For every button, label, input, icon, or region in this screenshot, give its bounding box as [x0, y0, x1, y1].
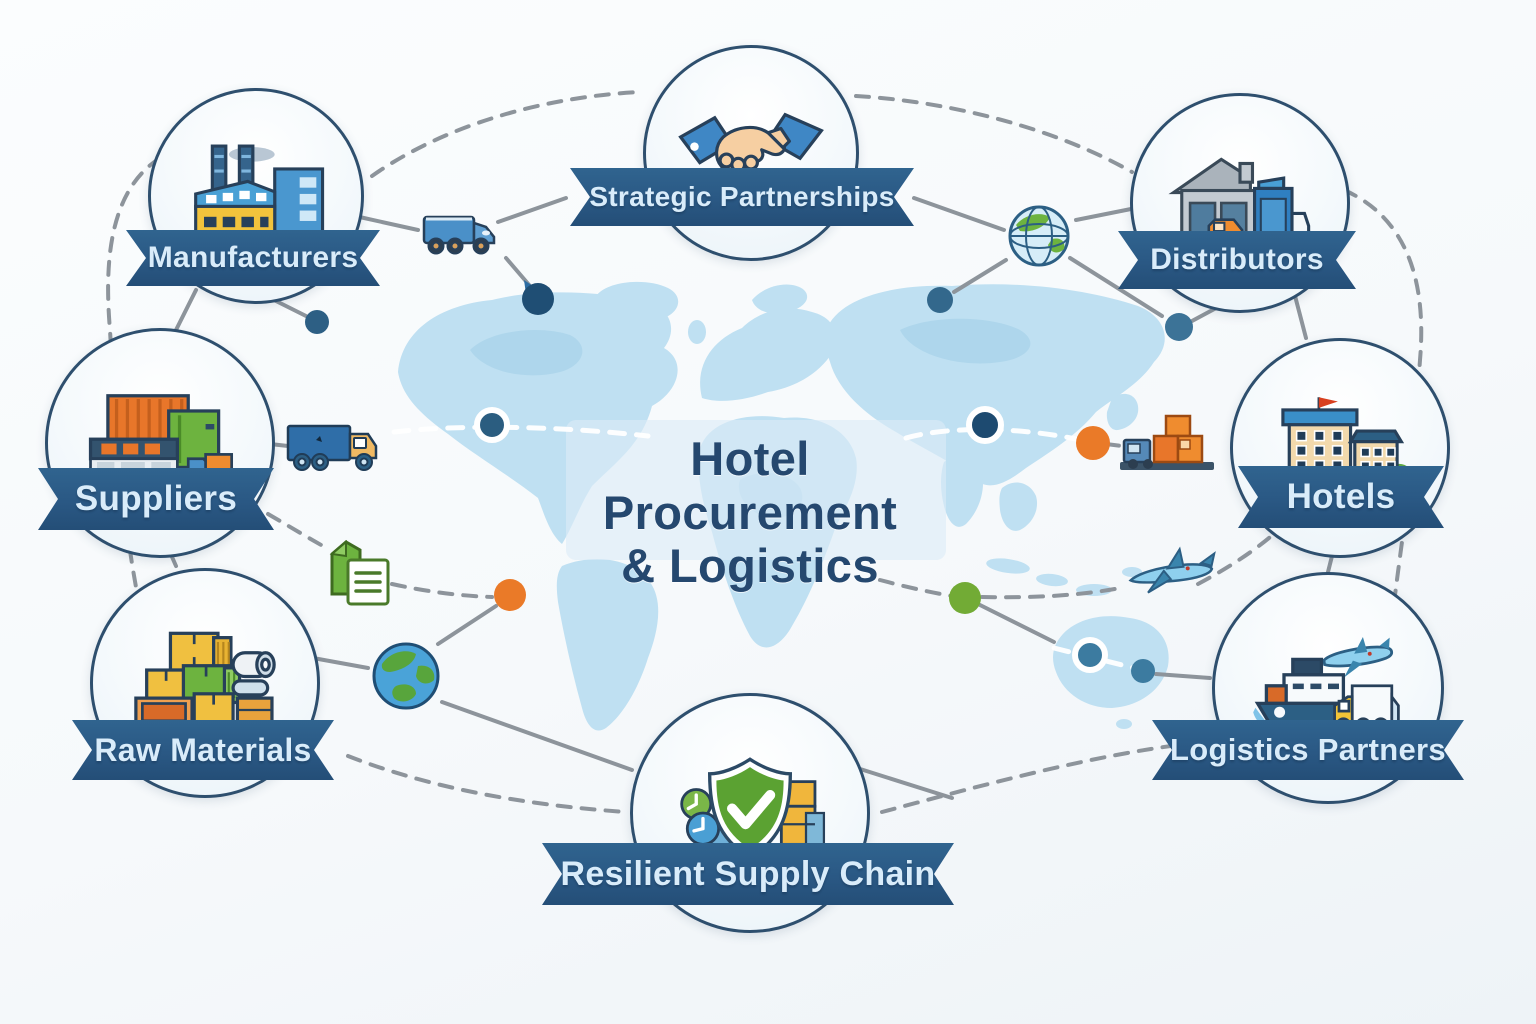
node-strategic-partnerships [643, 45, 859, 261]
title-line-2: & Logistics [621, 539, 879, 593]
route-dot [494, 579, 526, 611]
title-line-1: Hotel Procurement [602, 432, 898, 539]
route-dot [927, 287, 953, 313]
banner-label: Logistics Partners [1170, 732, 1446, 767]
page-title: Hotel Procurement & Logistics [540, 432, 960, 593]
factory-icon [194, 144, 325, 244]
route-dot [305, 310, 329, 334]
banner-resilient-supply-chain: Resilient Supply Chain [542, 843, 954, 905]
banner-label: Raw Materials [94, 731, 312, 768]
route-dots [305, 283, 1193, 683]
title-panel [566, 420, 946, 560]
route-dot [1165, 313, 1193, 341]
boxes-materials-icon [131, 631, 279, 729]
pickup-truck-icon [420, 205, 500, 265]
route-dot [949, 582, 981, 614]
banner-label: Hotels [1286, 477, 1396, 516]
banner-label: Distributors [1150, 243, 1324, 276]
route-dot [522, 283, 554, 315]
banner-hotels: Hotels [1238, 466, 1444, 528]
route-dot [1072, 637, 1108, 673]
earth-globe-icon [370, 640, 442, 717]
ship-plane-truck-icon [1253, 636, 1400, 734]
route-dot [1076, 426, 1110, 460]
banner-manufacturers: Manufacturers [126, 230, 380, 286]
route-dot [1131, 659, 1155, 683]
handshake-icon [678, 112, 824, 173]
documents-icon [326, 536, 394, 613]
banner-distributors: Distributors [1118, 231, 1356, 289]
box-stack-truck-icon [1118, 412, 1218, 479]
banner-raw-materials: Raw Materials [72, 720, 334, 780]
banner-logistics-partners: Logistics Partners [1152, 720, 1464, 780]
banner-suppliers: Suppliers [38, 468, 274, 530]
banner-strategic-partnerships: Strategic Partnerships [570, 168, 914, 226]
shield-check-icon [680, 757, 826, 860]
banner-label: Suppliers [74, 479, 238, 518]
cargo-truck-icon [286, 418, 386, 479]
banner-label: Strategic Partnerships [589, 181, 895, 212]
route-dot [474, 407, 510, 443]
route-dot [966, 406, 1004, 444]
banner-label: Manufacturers [147, 241, 359, 274]
wireframe-globe-icon [1006, 203, 1072, 274]
banner-label: Resilient Supply Chain [560, 854, 936, 893]
airplane-icon [1124, 542, 1220, 607]
